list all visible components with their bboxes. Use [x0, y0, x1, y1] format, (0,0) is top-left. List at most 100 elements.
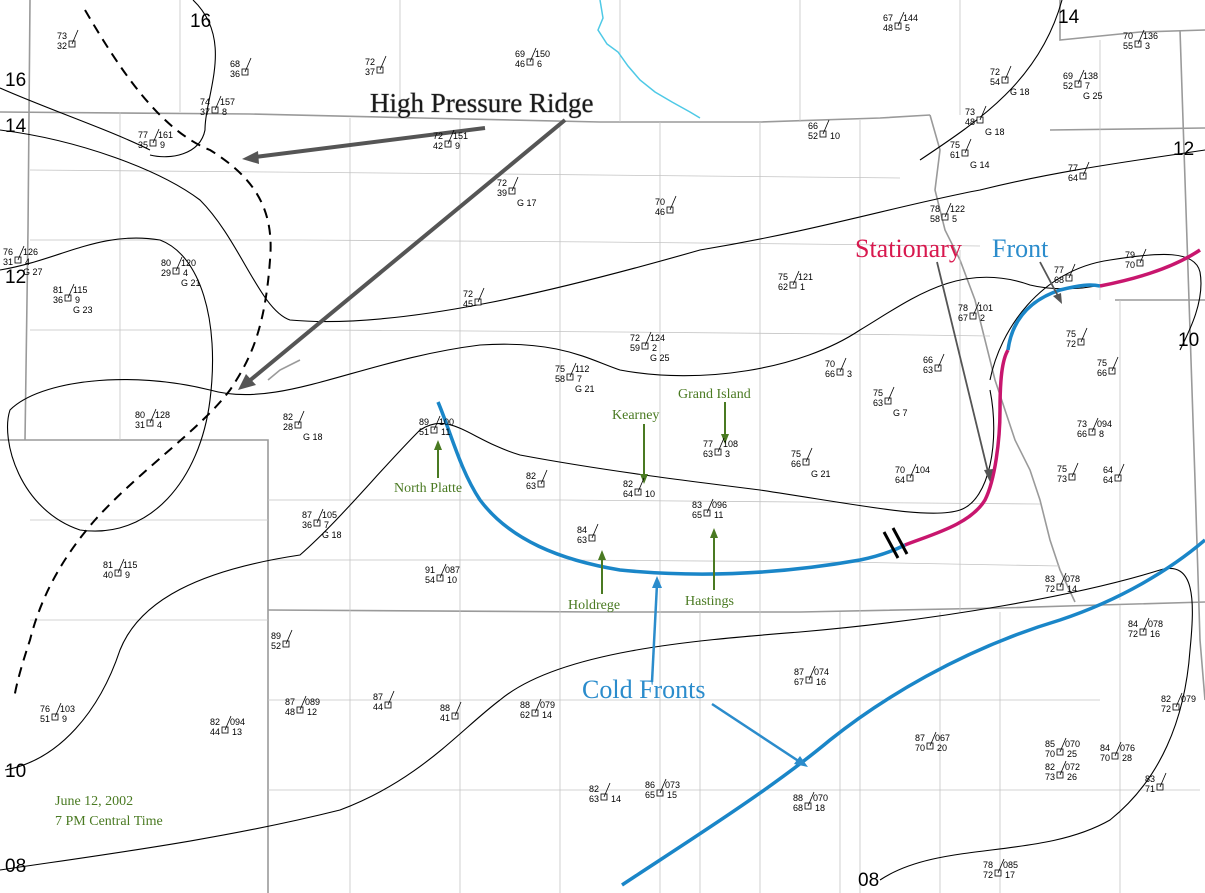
station-temp: 82 [283, 412, 293, 422]
station-wind-value: 7 [324, 520, 329, 530]
station-wind-value: 9 [125, 570, 130, 580]
station-temp: 77 [703, 439, 713, 449]
station-pressure: 078 [1065, 574, 1080, 584]
station-wind-value: 17 [1005, 870, 1015, 880]
station-dewpoint: 63 [873, 398, 883, 408]
wind-barb [1114, 741, 1122, 757]
isobar-label-14-east: 14 [1058, 7, 1080, 28]
station-dewpoint: 71 [1145, 784, 1155, 794]
station-dewpoint: 36 [230, 69, 240, 79]
isobar-label-14-west: 14 [5, 116, 27, 137]
wind-barb [299, 695, 307, 711]
station-dewpoint: 67 [794, 677, 804, 687]
wind-barb [244, 57, 252, 73]
cold-front-arrow-2 [711, 702, 801, 764]
station-gust: G 18 [985, 127, 1005, 137]
station-temp: 87 [302, 510, 312, 520]
wind-barb [929, 731, 937, 747]
station-pressure: 074 [814, 667, 829, 677]
station-wind-value: 12 [307, 707, 317, 717]
station-wind-value: 15 [667, 790, 677, 800]
station-pressure: 128 [155, 410, 170, 420]
wind-barb [669, 195, 677, 211]
station-temp: 79 [1125, 250, 1135, 260]
station-temp: 70 [655, 197, 665, 207]
station-pressure: 103 [60, 704, 75, 714]
station-temp: 82 [210, 717, 220, 727]
station-wind-value: 18 [815, 803, 825, 813]
station-temp: 75 [873, 388, 883, 398]
isobar-16 [149, 0, 216, 158]
station-wind-value: 4 [183, 268, 188, 278]
wind-barb [534, 698, 542, 714]
city-kearney: Kearney [612, 408, 659, 423]
wind-barb [603, 782, 611, 798]
wind-barb [224, 715, 232, 731]
station-temp: 83 [1045, 574, 1055, 584]
station-gust: G 25 [1083, 91, 1103, 101]
isobar-label-16-west: 16 [5, 70, 26, 91]
wind-barb [214, 95, 222, 111]
wind-barb [1139, 248, 1147, 264]
station-dewpoint: 35 [138, 140, 148, 150]
station-dewpoint: 64 [1103, 475, 1113, 485]
stationary-front-label-2: Front [992, 234, 1049, 263]
station-temp: 76 [3, 247, 13, 257]
station-wind-value: 9 [455, 141, 460, 151]
station-temp: 88 [520, 700, 530, 710]
station-dewpoint: 44 [210, 727, 220, 737]
city-north-platte: North Platte [394, 481, 462, 496]
stationary-front-red-east-segment [1099, 248, 1201, 288]
station-wind-value: 5 [905, 23, 910, 33]
wind-barb [717, 437, 725, 453]
station-temp: 69 [1063, 71, 1073, 81]
wind-barb [644, 331, 652, 347]
station-temp: 77 [1068, 163, 1078, 173]
station-dewpoint: 54 [425, 575, 435, 585]
isobar-label-08-east: 08 [858, 870, 879, 891]
station-dewpoint: 55 [1123, 41, 1133, 51]
station-pressure: 067 [935, 733, 950, 743]
station-wind-value: 11 [441, 427, 450, 437]
station-wind-value: 5 [952, 214, 957, 224]
wind-barb [1059, 760, 1067, 776]
wind-barb [454, 701, 462, 717]
wind-barb [1059, 737, 1067, 753]
high-pressure-ridge-label: High Pressure Ridge [370, 88, 593, 118]
stationary-front-label-1: Stationary [855, 234, 962, 263]
station-gust: G 7 [893, 408, 908, 418]
wind-barb [54, 702, 62, 718]
wind-barb [637, 477, 645, 493]
station-pressure: 126 [23, 247, 38, 257]
station-wind-value: 9 [160, 140, 165, 150]
wind-barb [659, 778, 667, 794]
wind-barb [297, 410, 305, 426]
station-temp: 70 [895, 465, 905, 475]
station-wind-value: 10 [645, 489, 655, 499]
station-temp: 78 [983, 860, 993, 870]
station-wind-value: 11 [714, 510, 723, 520]
station-dewpoint: 54 [990, 77, 1000, 87]
wind-barb [447, 129, 455, 145]
station-dewpoint: 29 [161, 268, 171, 278]
station-temp: 83 [1145, 774, 1155, 784]
